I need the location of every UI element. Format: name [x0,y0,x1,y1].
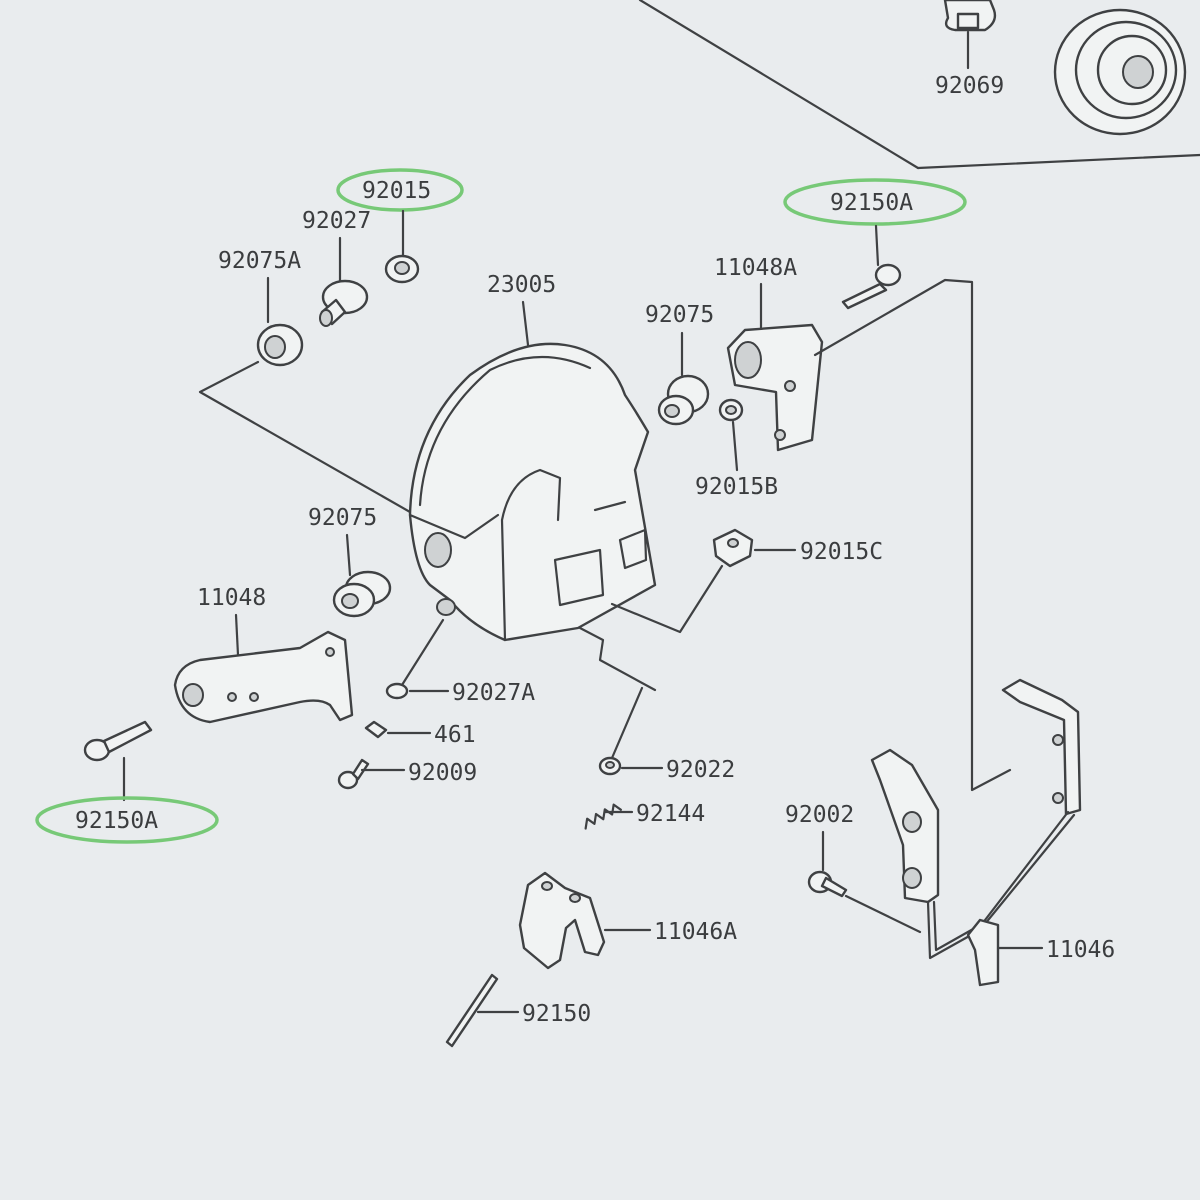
pin-461-part [364,720,388,739]
bushing-92022-part [598,756,622,776]
label-92150A-bottom: 92150A [75,808,158,834]
highlight-92150A-top [783,178,967,226]
label-92027: 92027 [302,208,371,234]
connector-line-92015C [610,564,724,634]
connector-line-right [813,278,1012,792]
rubber-boot-part [1053,8,1187,136]
label-461: 461 [434,722,476,748]
grommet-92075-top-part [657,374,710,426]
label-92015: 92015 [362,178,431,204]
leader-23005 [521,300,530,347]
grommet-92075A-part [256,323,304,367]
bracket-11048-part [173,630,354,724]
bracket-11048A-part [726,323,824,452]
label-92027A: 92027A [452,680,535,706]
label-92069: 92069 [935,73,1004,99]
inset-border [638,0,1200,170]
headlight-housing-part [408,342,657,642]
bolt-92150A-top-part [841,263,902,310]
label-92015C: 92015C [800,539,883,565]
label-92075-mid: 92075 [308,505,377,531]
label-92015B: 92015B [695,474,778,500]
grommet-92075-mid-part [332,570,392,618]
label-92144: 92144 [636,801,705,827]
label-11048A: 11048A [714,255,797,281]
connector-line-92002 [844,894,922,934]
label-11046A: 11046A [654,919,737,945]
stay-11046-part [870,678,1082,987]
screw-92150-part [445,973,499,1048]
bracket-11046A-part [518,871,606,970]
leader-92015B [731,420,739,472]
nut-92015C-part [712,528,754,568]
label-11048: 11048 [197,585,266,611]
connector-line-left [198,360,412,514]
leader-92150A-top [874,224,880,267]
bolt-92002-part [807,870,848,898]
highlight-92150A-bottom [35,796,219,844]
collar-92027A-part [385,682,409,700]
label-92150A-top: 92150A [830,190,913,216]
leader-92027A-upper [400,618,445,687]
nut-92015B-part [718,398,744,422]
label-92150: 92150 [522,1001,591,1027]
label-92009: 92009 [408,760,477,786]
connector-line-center [578,626,657,692]
leader-11048 [234,613,240,657]
collar-92027-part [319,279,369,327]
label-92075-top: 92075 [645,302,714,328]
nut-92015-part [384,254,420,284]
screw-92009-part [337,758,370,790]
label-92075A: 92075A [218,248,301,274]
bolt-92150A-bottom-part [83,720,153,762]
label-23005: 23005 [487,272,556,298]
label-11046: 11046 [1046,937,1115,963]
bulb-socket-part [943,0,997,70]
leader-92075-mid [345,533,352,577]
leader-92022-upper [610,686,644,760]
spring-92144-part [584,803,623,830]
label-92022: 92022 [666,757,735,783]
highlight-92015 [336,168,464,212]
label-92002: 92002 [785,802,854,828]
